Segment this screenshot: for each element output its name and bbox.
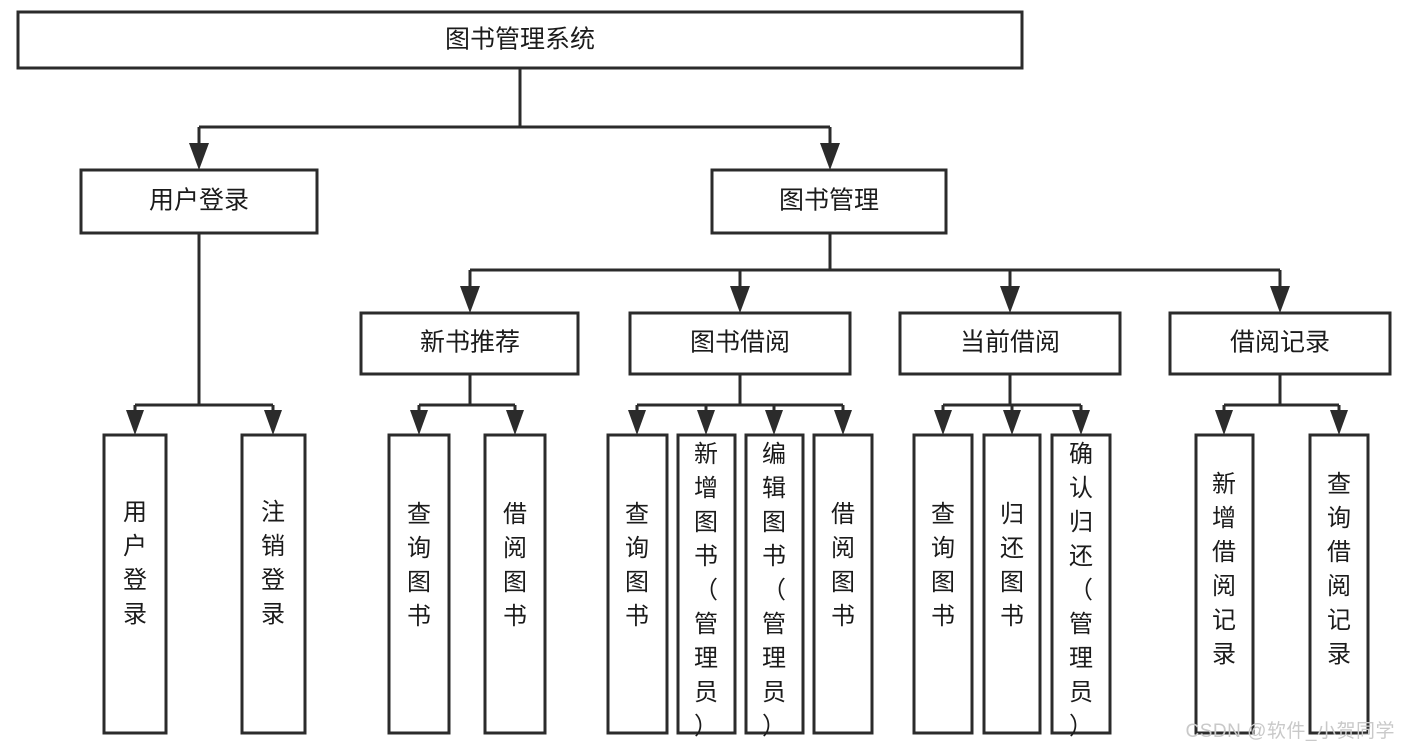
node-leaf-borrow-book-1-label: 借阅图书 [503,501,527,630]
arrow-head-leaf-borrow-book-2 [834,410,852,435]
node-new-book-recommend-label: 新书推荐 [420,329,520,357]
node-leaf-query-book-3-label: 查询图书 [931,501,955,630]
node-root-label: 图书管理系统 [445,26,595,54]
node-leaf-confirm-return-box[interactable] [1050,433,1112,735]
arrow-head-leaf-add-book [697,410,715,435]
node-current-borrow-label: 当前借阅 [960,329,1060,357]
arrow-head-leaf-query-book-2 [628,410,646,435]
node-current-borrow-box[interactable] [898,311,1122,376]
node-leaf-user-login-box[interactable] [102,433,168,735]
arrow-head-user-login [189,143,209,170]
node-leaf-return-book-label: 归还图书 [1000,501,1024,630]
node-root[interactable]: 图书管理系统 [16,10,1024,70]
node-leaf-user-logout[interactable]: 注销登录 [240,433,307,735]
node-leaf-borrow-book-2-box[interactable] [812,433,874,735]
node-leaf-query-book-3-box[interactable] [912,433,974,735]
connector-group-current-borrow [934,374,1090,435]
node-user-login-box[interactable] [79,168,319,235]
node-leaf-edit-book[interactable]: 编辑图书（管理员） [744,433,805,740]
node-user-login-label: 用户登录 [149,187,249,215]
arrow-head-leaf-confirm-return [1072,410,1090,435]
node-leaf-query-record-label: 查询借阅记录 [1327,471,1351,668]
node-leaf-user-login[interactable]: 用户登录 [102,433,168,735]
node-leaf-query-book-2-box[interactable] [606,433,669,735]
node-new-book-recommend-box[interactable] [359,311,580,376]
node-user-login[interactable]: 用户登录 [79,168,319,235]
node-leaf-add-book[interactable]: 新增图书（管理员） [676,433,737,740]
node-leaf-query-book-2[interactable]: 查询图书 [606,433,669,735]
arrow-head-leaf-add-record [1215,410,1233,435]
connector-group-user-login [126,233,282,435]
node-leaf-add-book-label: 新增图书（管理员） [694,441,718,740]
arrow-head-leaf-borrow-book-1 [506,410,524,435]
connector-group-root [189,68,840,170]
node-leaf-add-record-box[interactable] [1194,433,1255,735]
node-leaf-borrow-book-1[interactable]: 借阅图书 [483,433,547,735]
node-book-manage-box[interactable] [710,168,948,235]
arrow-head-book-borrow [730,286,750,313]
arrow-head-leaf-query-book-3 [934,410,952,435]
arrow-head-leaf-query-record [1330,410,1348,435]
node-book-borrow-box[interactable] [628,311,852,376]
node-leaf-add-record-label: 新增借阅记录 [1212,471,1236,668]
node-root-box[interactable] [16,10,1024,70]
node-book-manage-label: 图书管理 [779,187,879,215]
connector-group-borrow-record [1215,374,1348,435]
node-leaf-add-book-box[interactable] [676,433,737,735]
node-borrow-record[interactable]: 借阅记录 [1168,311,1392,376]
node-leaf-confirm-return[interactable]: 确认归还（管理员） [1050,433,1112,740]
node-leaf-add-record[interactable]: 新增借阅记录 [1194,433,1255,735]
node-leaf-edit-book-box[interactable] [744,433,805,735]
node-leaf-query-book-1-label: 查询图书 [407,501,431,630]
csdn-watermark: CSDN @软件_小贺同学 [1185,721,1395,742]
arrow-head-new-book-recommend [460,286,480,313]
node-leaf-return-book-box[interactable] [982,433,1042,735]
node-leaf-user-logout-label: 注销登录 [261,499,285,628]
arrow-head-leaf-user-logout [264,410,282,435]
node-leaf-edit-book-label: 编辑图书（管理员） [762,441,786,740]
node-leaf-query-book-3[interactable]: 查询图书 [912,433,974,735]
node-new-book-recommend[interactable]: 新书推荐 [359,311,580,376]
arrow-head-current-borrow [1000,286,1020,313]
node-leaf-query-record[interactable]: 查询借阅记录 [1308,433,1370,735]
arrow-head-book-manage [820,143,840,170]
node-leaf-query-book-2-label: 查询图书 [625,501,649,630]
connector-group-book-manage [460,233,1290,313]
node-leaf-borrow-book-2-label: 借阅图书 [831,501,855,630]
node-book-borrow-label: 图书借阅 [690,329,790,357]
node-leaf-confirm-return-label: 确认归还（管理员） [1069,441,1093,740]
node-leaf-return-book[interactable]: 归还图书 [982,433,1042,735]
node-leaf-borrow-book-2[interactable]: 借阅图书 [812,433,874,735]
node-book-borrow[interactable]: 图书借阅 [628,311,852,376]
node-borrow-record-box[interactable] [1168,311,1392,376]
arrow-head-borrow-record [1270,286,1290,313]
arrow-head-leaf-return-book [1003,410,1021,435]
arrow-head-leaf-edit-book [765,410,783,435]
node-leaf-user-logout-box[interactable] [240,433,307,735]
connector-group-new-book-recommend [410,374,524,435]
node-leaf-borrow-book-1-box[interactable] [483,433,547,735]
arrow-head-leaf-query-book-1 [410,410,428,435]
node-borrow-record-label: 借阅记录 [1230,329,1330,357]
node-leaf-user-login-label: 用户登录 [123,499,147,628]
connector-group-book-borrow [628,374,852,435]
node-book-manage[interactable]: 图书管理 [710,168,948,235]
node-leaf-query-record-box[interactable] [1308,433,1370,735]
node-leaf-query-book-1-box[interactable] [387,433,451,735]
node-leaf-query-book-1[interactable]: 查询图书 [387,433,451,735]
node-current-borrow[interactable]: 当前借阅 [898,311,1122,376]
arrow-head-leaf-user-login [126,410,144,435]
